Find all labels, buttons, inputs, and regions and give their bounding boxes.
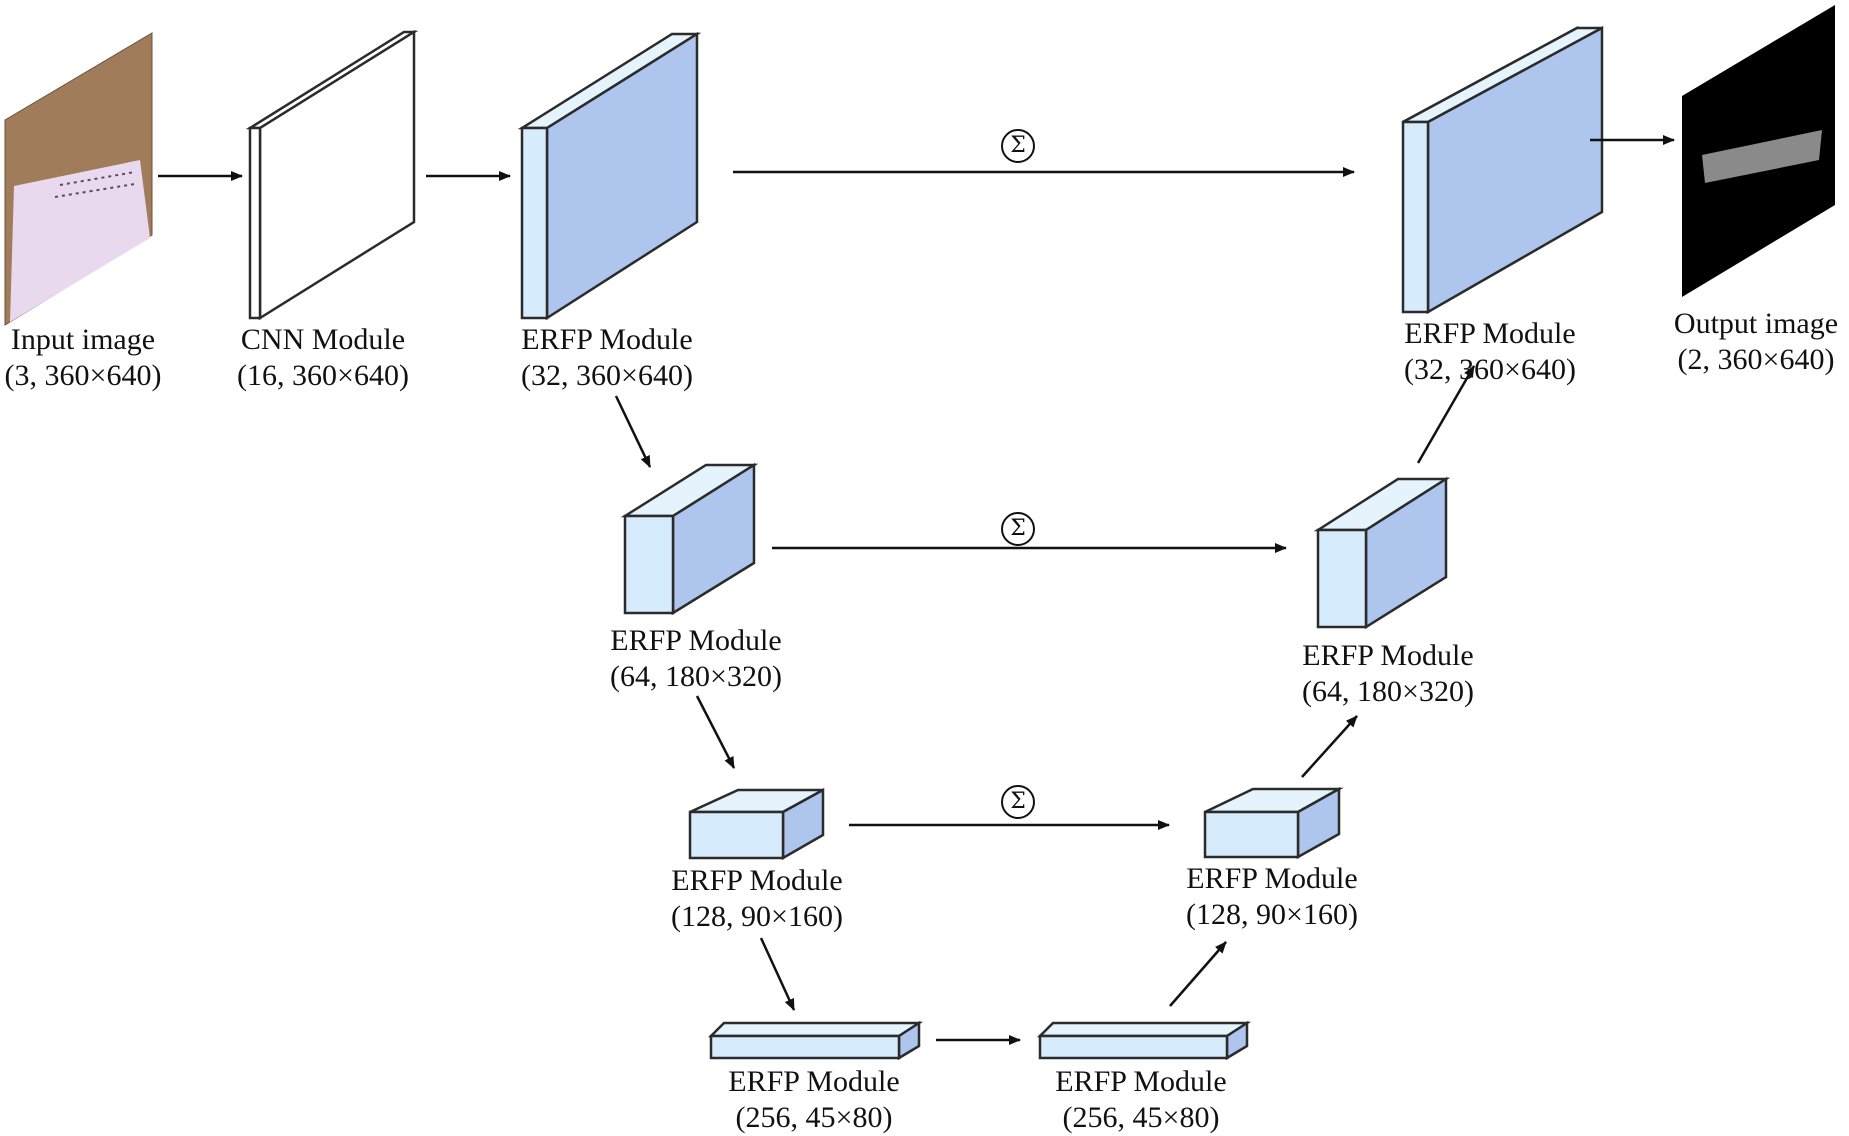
node-label-dec3: ERFP Module (128, 90×160) <box>1186 861 1358 933</box>
node-label-bott1: ERFP Module (256, 45×80) <box>728 1064 899 1136</box>
node-shape: (3, 360×640) <box>4 359 162 392</box>
node-label-bott2: ERFP Module (256, 45×80) <box>1055 1064 1226 1136</box>
node-label-dec2: ERFP Module (64, 180×320) <box>1302 638 1474 710</box>
arrow-dec3-to-dec2 <box>1301 715 1358 778</box>
erfp-decoder-3-block <box>1203 786 1344 860</box>
erfp-decoder-1-block <box>1401 25 1604 315</box>
node-shape: (256, 45×80) <box>1062 1101 1220 1134</box>
output-image <box>1682 5 1835 297</box>
erfp-bottleneck-1-block <box>707 1020 924 1061</box>
input-image <box>4 32 153 326</box>
node-label-dec1: ERFP Module (32, 360×640) <box>1404 316 1576 388</box>
node-shape: (64, 180×320) <box>610 660 782 693</box>
node-shape: (64, 180×320) <box>1302 675 1474 708</box>
sum-symbol-3: Σ <box>1001 785 1035 819</box>
arrow-enc1-to-enc2 <box>614 395 652 468</box>
node-title: ERFP Module <box>671 864 843 897</box>
node-label-input: Input image (3, 360×640) <box>5 322 162 394</box>
node-title: ERFP Module <box>1302 639 1474 672</box>
cnn-module-block <box>245 29 419 321</box>
erfp-decoder-2-block <box>1313 476 1451 630</box>
node-label-enc2: ERFP Module (64, 180×320) <box>610 623 782 695</box>
node-title: Output image <box>1673 307 1839 340</box>
arrow-enc2-to-enc3 <box>695 695 736 769</box>
node-title: ERFP Module <box>728 1065 900 1098</box>
erfp-encoder-3-block <box>688 787 825 861</box>
node-title: CNN Module <box>240 323 406 356</box>
node-shape: (256, 45×80) <box>735 1101 893 1134</box>
erfp-bottleneck-2-block <box>1036 1020 1252 1061</box>
arrow-dec2-to-dec1 <box>1416 365 1476 464</box>
node-title: ERFP Module <box>521 323 693 356</box>
node-shape: (16, 360×640) <box>237 359 409 392</box>
node-label-enc1: ERFP Module (32, 360×640) <box>521 322 693 394</box>
erfp-encoder-1-block <box>517 31 702 321</box>
node-label-output: Output image (2, 360×640) <box>1674 306 1838 378</box>
node-shape: (2, 360×640) <box>1677 343 1835 376</box>
erfp-encoder-2-block <box>620 462 759 616</box>
node-label-enc3: ERFP Module (128, 90×160) <box>671 863 843 935</box>
arrow-enc3-to-bott1 <box>759 937 796 1011</box>
node-title: ERFP Module <box>610 624 782 657</box>
node-shape: (32, 360×640) <box>1404 353 1576 386</box>
node-label-cnn: CNN Module (16, 360×640) <box>237 322 409 394</box>
node-shape: (128, 90×160) <box>1186 898 1358 931</box>
node-shape: (32, 360×640) <box>521 359 693 392</box>
node-shape: (128, 90×160) <box>671 900 843 933</box>
sum-symbol-1: Σ <box>1001 129 1035 163</box>
sum-symbol-2: Σ <box>1001 512 1035 546</box>
node-title: ERFP Module <box>1055 1065 1227 1098</box>
arrow-bott2-to-dec3 <box>1169 941 1227 1007</box>
node-title: ERFP Module <box>1186 862 1358 895</box>
node-title: Input image <box>10 323 156 356</box>
node-title: ERFP Module <box>1404 317 1576 350</box>
